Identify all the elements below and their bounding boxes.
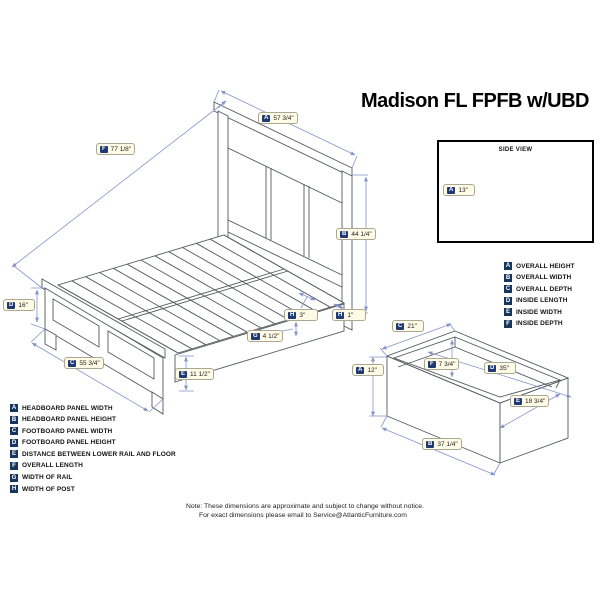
legend-text: FOOTBOARD PANEL WIDTH [22,427,113,435]
legend-text: HEADBOARD PANEL HEIGHT [22,416,117,424]
legend-row: H WIDTH OF POST [10,485,176,494]
dim-value: 35" [499,364,509,372]
dim-letter: A [447,186,456,194]
dimension-label-headboard-height: B 44 1/4" [336,228,376,240]
dimension-label-sideview-height: A 13" [443,184,475,196]
legend-letter: E [10,450,18,459]
dim-letter: D [7,301,16,309]
dim-letter: G [251,332,260,340]
dimension-label-drawer-inside-width: E 18 3/4" [510,395,550,407]
dim-letter: E [514,397,523,405]
dim-letter: F [100,145,108,153]
dim-value: 77 1/8" [110,145,132,153]
dimension-label-post-width: H 3" [284,309,318,321]
legend-row: A OVERALL HEIGHT [504,262,575,270]
legend-text: DISTANCE BETWEEN LOWER RAIL AND FLOOR [22,450,176,458]
dimension-label-headboard-width: A 57 3/4" [258,112,298,124]
drawer-legend: A OVERALL HEIGHT B OVERALL WIDTH C OVERA… [504,262,575,332]
dim-letter: D [488,364,497,372]
legend-text: OVERALL WIDTH [516,274,572,282]
legend-row: E INSIDE WIDTH [504,308,575,317]
dim-value: 16" [18,301,28,309]
legend-letter: F [504,319,512,328]
legend-row: F OVERALL LENGTH [10,461,176,470]
legend-row: B HEADBOARD PANEL HEIGHT [10,415,176,424]
legend-row: C OVERALL DEPTH [504,285,575,294]
dimension-label-overall-length: F 77 1/8" [96,143,136,155]
dim-letter: A [356,366,365,374]
legend-row: C FOOTBOARD PANEL WIDTH [10,427,176,436]
legend-letter: D [504,296,512,305]
dim-value: 37 1/4" [437,440,458,448]
legend-letter: C [504,285,512,294]
legend-row: E DISTANCE BETWEEN LOWER RAIL AND FLOOR [10,450,176,459]
dimension-label-drawer-width: B 37 1/4" [422,438,462,450]
dimension-label-drawer-height: A 12" [352,364,384,376]
dimension-label-rail-floor-distance: E 11 1/2" [175,368,214,380]
legend-text: WIDTH OF RAIL [22,474,73,482]
dim-letter: C [68,359,77,367]
dim-value: 4 1/2" [262,332,280,340]
legend-text: INSIDE WIDTH [516,308,562,316]
legend-letter: F [10,461,18,470]
legend-text: HEADBOARD PANEL WIDTH [22,404,113,412]
dim-value: 11 1/2" [190,370,210,378]
dimension-label-rail-thickness: H 1" [332,309,366,321]
legend-letter: A [10,404,18,412]
legend-letter: B [504,273,512,282]
dimension-label-drawer-depth: C 21" [392,320,424,332]
legend-text: INSIDE DEPTH [516,320,563,328]
dimension-label-drawer-inside-depth: F 7 3/4" [424,358,460,370]
dim-value: 3" [299,311,306,319]
dim-value: 44 1/4" [351,230,372,238]
page-title: Madison FL FPFB w/UBD [360,90,590,112]
legend-text: INSIDE LENGTH [516,297,568,305]
legend-letter: H [10,485,18,494]
legend-letter: E [504,308,512,317]
dim-letter: H [336,311,345,319]
dim-value: 55 3/4" [79,359,100,367]
legend-row: F INSIDE DEPTH [504,319,575,328]
dimension-label-footboard-height: D 16" [3,299,35,311]
dim-value: 1" [347,311,354,319]
legend-row: A HEADBOARD PANEL WIDTH [10,404,176,412]
legend-letter: C [10,427,18,436]
dim-letter: B [426,440,435,448]
dim-value: 13" [458,186,468,194]
dim-value: 57 3/4" [273,114,294,122]
dimension-label-footboard-width: C 55 3/4" [64,357,104,369]
dim-value: 21" [407,322,417,330]
legend-row: D FOOTBOARD PANEL HEIGHT [10,438,176,447]
legend-letter: G [10,473,18,482]
dim-value: 7 3/4" [438,360,456,368]
legend-text: OVERALL DEPTH [516,285,573,293]
dim-letter: C [396,322,405,330]
dimension-label-drawer-inside-length: D 35" [484,362,516,374]
legend-row: B OVERALL WIDTH [504,273,575,282]
legend-text: FOOTBOARD PANEL HEIGHT [22,439,116,447]
footnote-line1: Note: These dimensions are approximate a… [186,503,424,510]
legend-letter: B [10,415,18,424]
legend-row: D INSIDE LENGTH [504,296,575,305]
legend-text: OVERALL LENGTH [22,462,83,470]
legend-letter: A [504,262,512,270]
dim-value: 12" [367,366,377,374]
dim-value: 18 3/4" [525,397,546,405]
dimension-label-rail-width: G 4 1/2" [247,330,284,342]
dim-letter: F [428,360,436,368]
dim-letter: E [179,370,188,378]
dim-letter: H [288,311,297,319]
footnote-line2: For exact dimensions please email to Ser… [199,512,407,519]
legend-text: OVERALL HEIGHT [516,262,575,270]
dim-letter: B [340,230,349,238]
dim-letter: A [262,114,271,122]
legend-row: G WIDTH OF RAIL [10,473,176,482]
footnote: Note: These dimensions are approximate a… [186,502,424,520]
side-view-title: SIDE VIEW [498,147,533,153]
bed-legend: A HEADBOARD PANEL WIDTH B HEADBOARD PANE… [10,404,176,497]
legend-text: WIDTH OF POST [22,485,75,493]
legend-letter: D [10,438,18,447]
